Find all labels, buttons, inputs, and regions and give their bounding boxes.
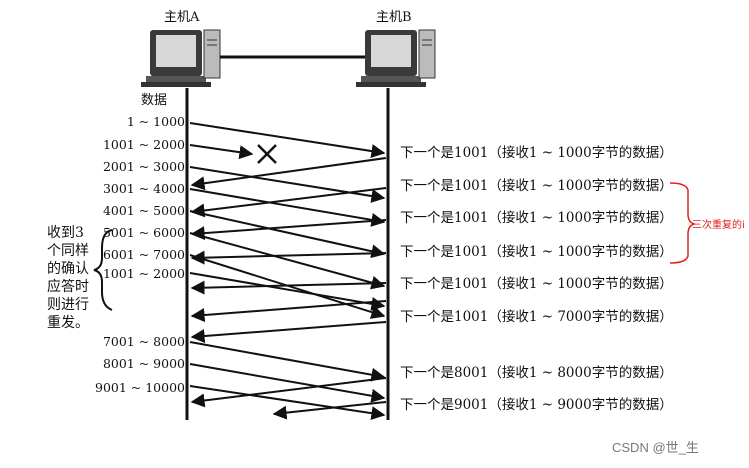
ack-label: 下一个是1001（接收1 ~ 1000字节的数据）: [400, 145, 673, 161]
data-arrow: [189, 122, 386, 158]
segment-label: 6001 ~ 7000: [102, 247, 185, 262]
segment-label: 8001 ~ 9000: [102, 356, 185, 371]
ack-arrow: [190, 250, 387, 265]
ack-arrows: [190, 157, 387, 420]
ack-label: 下一个是1001（接收1 ~ 7000字节的数据）: [400, 309, 673, 325]
ack-arrow: [190, 280, 387, 295]
data-column-label: 数据: [141, 93, 168, 108]
csdn-watermark: CSDN @世_生: [612, 440, 699, 455]
data-arrow: [189, 363, 386, 403]
segment-label: 1 ~ 1000: [126, 114, 185, 129]
data-arrow: [189, 341, 386, 382]
ack-arrow: [272, 401, 387, 420]
segment-label: 1001 ~ 2000: [102, 266, 185, 281]
computer-a-icon: [141, 29, 221, 87]
segment-label: 4001 ~ 5000: [102, 203, 185, 218]
annotation-brace: [669, 182, 697, 264]
data-arrow-lost: [189, 144, 254, 160]
ack-arrow: [190, 321, 387, 344]
data-arrow: [189, 385, 386, 421]
note-brace: [93, 229, 113, 311]
segment-label: 1001 ~ 2000: [102, 137, 185, 152]
data-arrow-retransmit: [189, 272, 386, 311]
ack-label: 下一个是1001（接收1 ~ 1000字节的数据）: [400, 244, 673, 260]
segment-label: 2001 ~ 3000: [102, 159, 185, 174]
segment-label: 7001 ~ 8000: [102, 334, 185, 349]
computer-b-icon: [356, 29, 436, 87]
segment-label: 9001 ~ 10000: [95, 380, 185, 395]
ack-arrow: [190, 300, 387, 323]
ack-arrow: [190, 377, 387, 408]
annotation-text: 三次重复的i: [692, 220, 745, 231]
host-b-label: 主机B: [376, 10, 412, 25]
ack-label: 下一个是8001（接收1 ~ 8000字节的数据）: [400, 365, 673, 381]
retransmit-note: 收到3个同样的确认应答时则进行重发。: [47, 225, 89, 331]
segment-label: 3001 ~ 4000: [102, 181, 185, 196]
host-a-label: 主机A: [164, 10, 200, 25]
ack-arrow: [190, 187, 387, 218]
data-arrow: [189, 188, 386, 227]
ack-arrow: [190, 219, 387, 241]
ack-label: 下一个是1001（接收1 ~ 1000字节的数据）: [400, 210, 673, 226]
data-arrow: [189, 210, 386, 259]
ack-label: 下一个是1001（接收1 ~ 1000字节的数据）: [400, 178, 673, 194]
ack-arrow: [190, 157, 387, 191]
ack-label: 下一个是9001（接收1 ~ 9000字节的数据）: [400, 397, 673, 413]
packet-lost-cross-icon: [257, 144, 277, 164]
data-arrow: [189, 232, 386, 290]
data-arrows: [189, 122, 386, 421]
segment-label: 5001 ~ 6000: [102, 225, 185, 240]
ack-label: 下一个是1001（接收1 ~ 1000字节的数据）: [400, 276, 673, 292]
